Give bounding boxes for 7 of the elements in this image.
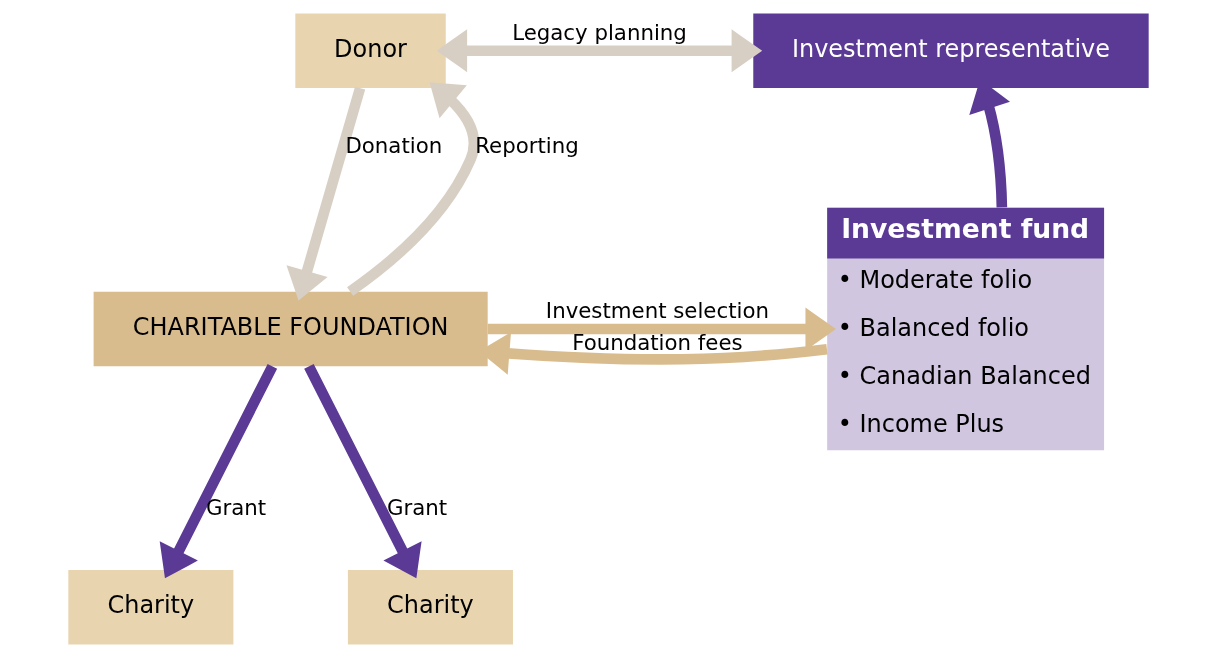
edge-label: Legacy planning (512, 19, 687, 45)
edge-label: Grant (387, 495, 448, 521)
edge-label: Donation (345, 133, 443, 158)
edge-label: Investment selection (545, 298, 769, 324)
edge-label: Grant (205, 495, 267, 521)
edge-label: Foundation fees (572, 330, 743, 356)
edge-label: Reporting (475, 133, 579, 158)
